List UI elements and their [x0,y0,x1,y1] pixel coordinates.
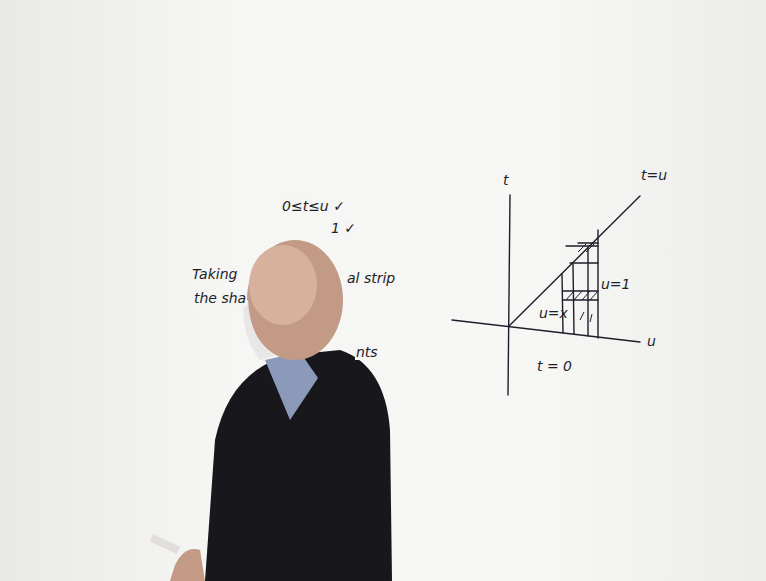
bound-label: u=1 [600,276,632,292]
axes [452,195,640,395]
line-label: t=u [640,167,668,183]
note-text: al strip [346,270,396,286]
bound-label: t = 0 [536,358,573,374]
note-text: 1 ✓ [330,220,357,236]
axis-label: u [646,333,657,349]
note-text: nts [355,344,379,360]
axis-label: t [502,172,510,188]
hatching [566,244,598,322]
bound-label: u=x [538,305,569,321]
note-text: the sha [193,290,247,306]
note-text: Taking [191,266,238,282]
lecturer [150,240,392,581]
note-text: 0≤t≤u ✓ [281,198,346,214]
